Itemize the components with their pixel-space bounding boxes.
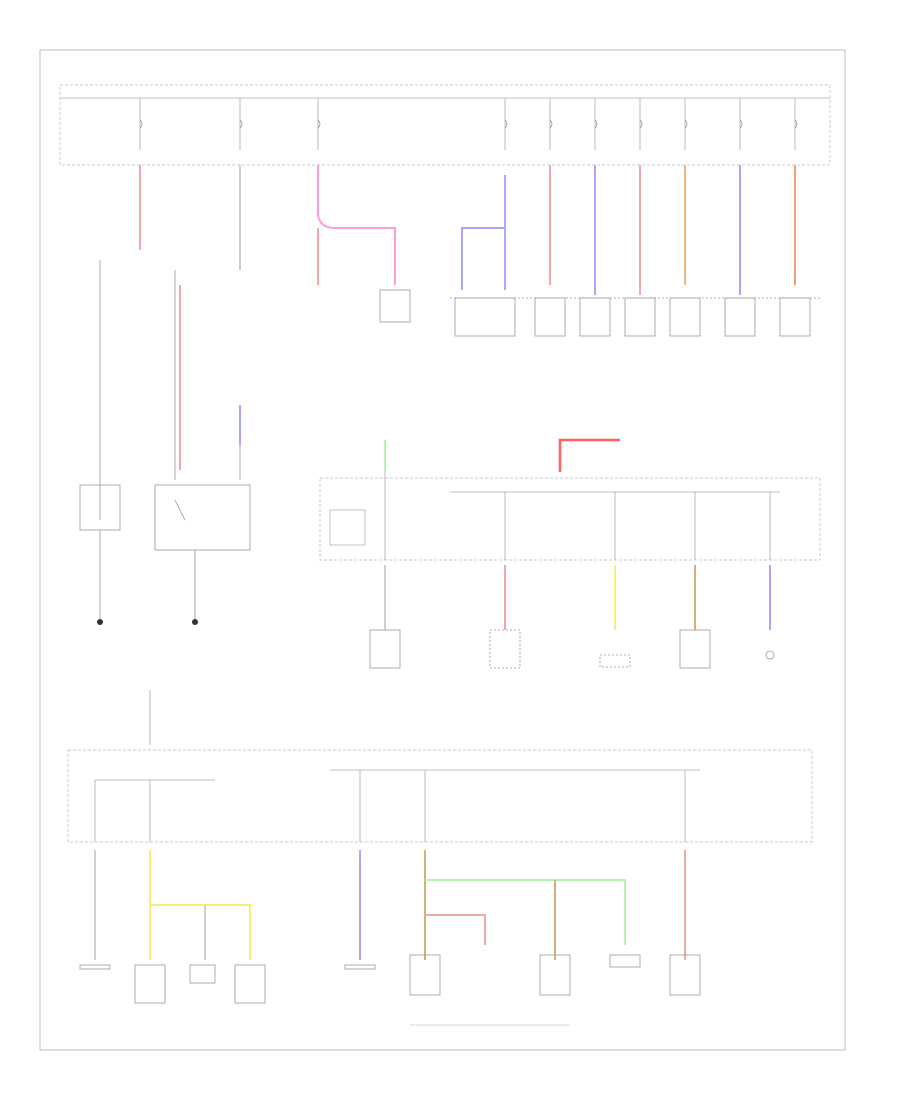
ground-2: [192, 619, 198, 625]
left-relay-area: [79, 260, 251, 620]
diagram-frame: [39, 49, 846, 1051]
top-fuse-box: [59, 84, 831, 166]
wire-red-5: [558, 438, 620, 472]
bottom-fuse-box: [67, 749, 813, 843]
top-components: [379, 289, 820, 337]
middle-wires: [384, 565, 771, 630]
top-wires: [139, 165, 796, 295]
top-fuse-stubs: [139, 98, 796, 150]
middle-components: [369, 629, 775, 669]
wire-pink-1: [317, 165, 396, 285]
bottom-components: [79, 954, 701, 1004]
wire-blue-1: [461, 175, 506, 290]
ground-1: [97, 619, 103, 625]
middle-fuse-box: [319, 470, 821, 561]
top-fuse-symbols: [139, 119, 798, 129]
bottom-wires: [94, 850, 686, 960]
